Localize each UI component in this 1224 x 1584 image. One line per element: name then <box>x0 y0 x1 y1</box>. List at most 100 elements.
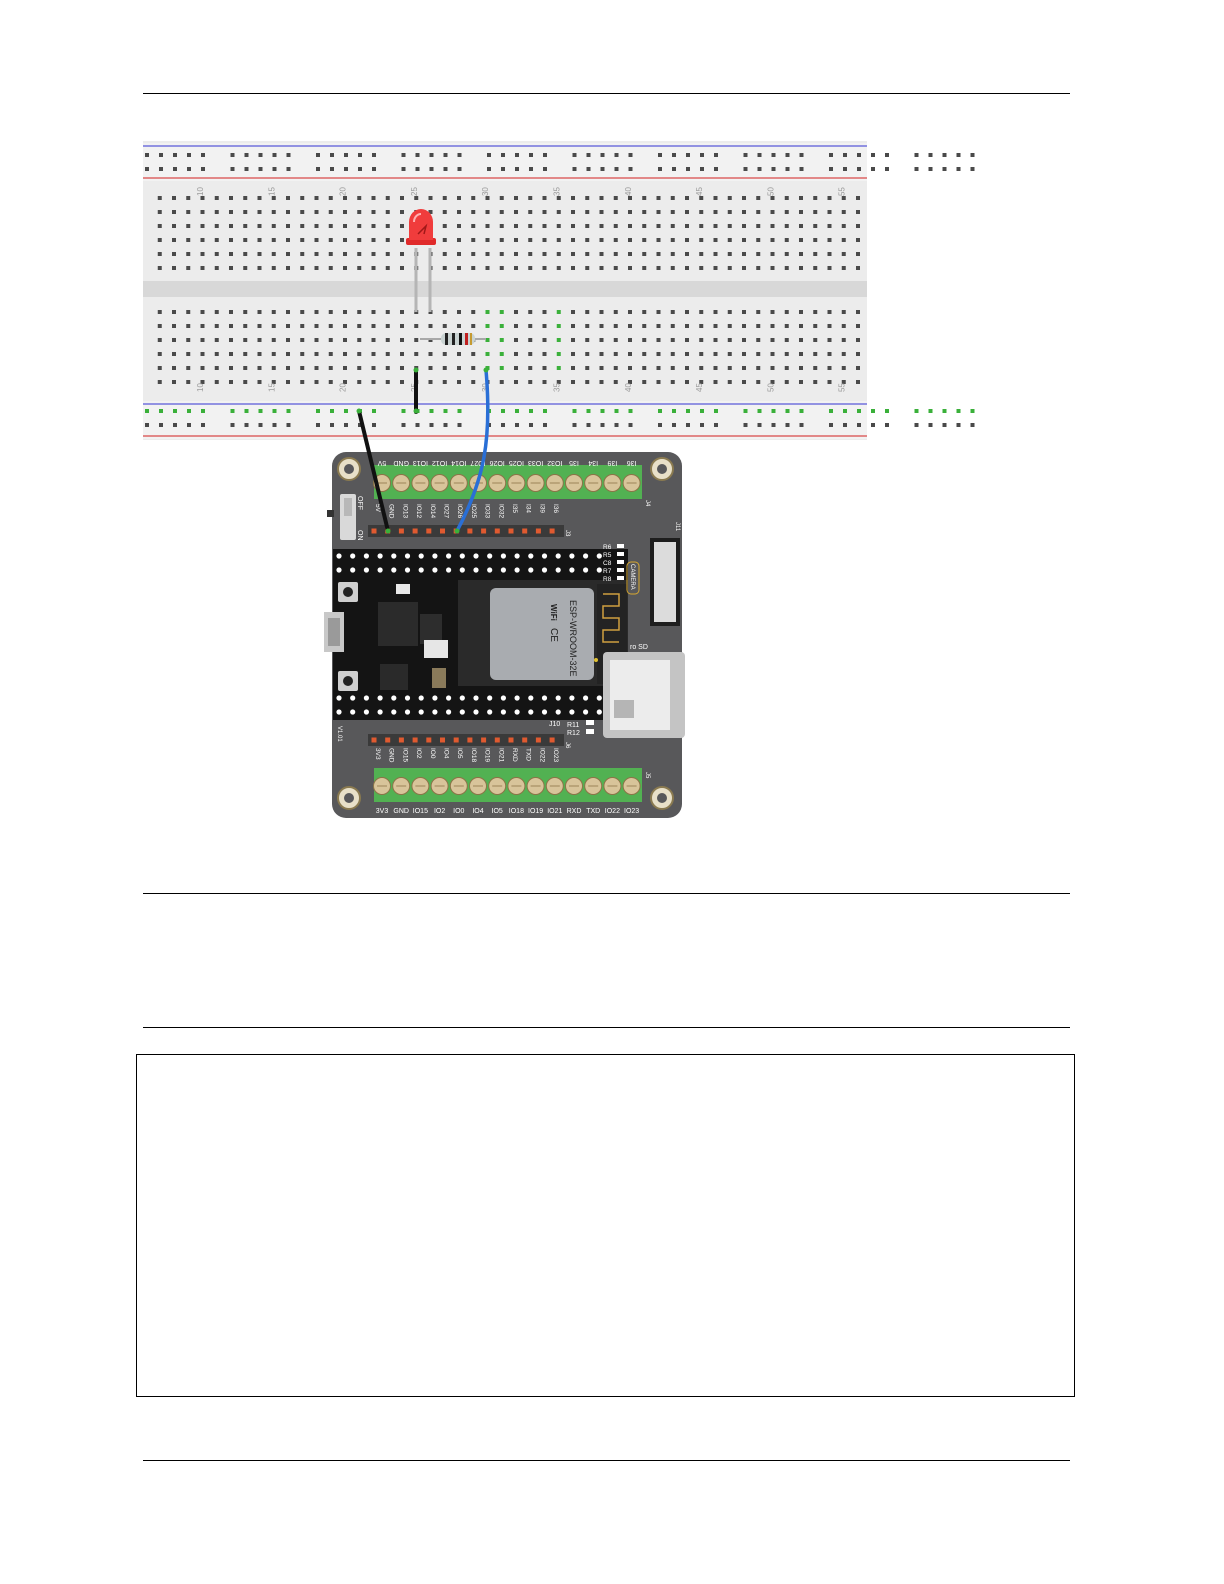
dev-pin <box>473 695 479 701</box>
dev-pin <box>459 695 465 701</box>
header-pin <box>481 737 487 743</box>
dev-pin <box>418 553 424 559</box>
switch-on-label: ON <box>356 530 363 541</box>
module-shield <box>490 588 594 680</box>
header-pin <box>494 528 500 534</box>
terminal-label-bottom: TXD <box>586 808 600 815</box>
dev-pin <box>404 709 411 715</box>
dev-pin <box>500 553 506 559</box>
header-j3 <box>368 525 564 537</box>
terminal-label-top: I36 <box>627 459 637 466</box>
terminal-label-top: IO27 <box>470 459 485 466</box>
dev-pin <box>528 553 534 559</box>
board-version: V1.01 <box>336 726 342 742</box>
dev-pin <box>555 553 561 559</box>
header-label-bottom: GND <box>388 748 395 763</box>
header-pin <box>426 528 432 534</box>
dev-pin <box>596 695 602 701</box>
dev-pin <box>541 709 548 715</box>
dev-pin <box>446 567 452 573</box>
dev-pin <box>446 709 452 715</box>
wire-blue-signal <box>454 367 490 534</box>
usb-uart-chip <box>378 602 418 646</box>
dev-pin <box>350 553 356 559</box>
terminal-label-bottom: IO2 <box>434 808 445 815</box>
dev-pin <box>336 709 342 715</box>
label-r11: R11 <box>567 722 579 729</box>
dev-pin <box>418 567 424 573</box>
header-label-top: IO27 <box>443 504 450 518</box>
header-pin <box>371 528 377 534</box>
dev-pin <box>473 709 479 715</box>
dev-pin <box>514 553 520 559</box>
column-number-top: 10 <box>196 187 205 196</box>
dev-pin <box>500 567 506 573</box>
dev-pin <box>569 553 575 559</box>
dev-pin <box>391 695 397 701</box>
dev-pin <box>350 709 356 715</box>
header-pin <box>467 737 473 743</box>
header-pin <box>440 737 445 743</box>
terminal-label-bottom: IO5 <box>492 808 503 815</box>
label-j11: J11 <box>674 522 680 532</box>
dev-pin <box>528 567 534 573</box>
header-rule <box>143 93 1070 94</box>
terminal-label-bottom: IO18 <box>509 808 524 815</box>
column-number-bottom: 50 <box>766 383 775 392</box>
header-label-top: IO13 <box>401 504 408 518</box>
header-label-top: IO26 <box>456 504 463 518</box>
dev-pin <box>391 553 397 559</box>
header-label-top: IO33 <box>484 504 491 518</box>
component-label: C8 <box>603 560 612 567</box>
dev-pin <box>446 695 452 701</box>
header-pin <box>522 528 528 534</box>
column-number-top: 50 <box>766 187 775 196</box>
header-label-bottom: IO19 <box>484 748 491 762</box>
column-number-bottom: 20 <box>339 383 348 392</box>
dev-pin <box>377 695 383 701</box>
header-pin <box>412 528 418 534</box>
header-label-bottom: IO5 <box>456 748 463 759</box>
header-label-top: I36 <box>552 504 559 513</box>
dev-pin <box>583 695 589 701</box>
dev-pin <box>432 709 438 715</box>
dev-pin <box>363 567 369 573</box>
header-pin <box>426 737 432 743</box>
dev-pin <box>555 695 561 701</box>
wifi-label: WiFi <box>549 604 558 621</box>
terminal-label-top: IO32 <box>547 459 562 466</box>
dev-pin <box>432 553 438 559</box>
dev-pin <box>363 709 369 715</box>
header-label-bottom: IO15 <box>401 748 408 762</box>
dev-pin <box>391 709 397 715</box>
label-r12: R12 <box>567 730 580 737</box>
dev-pin <box>569 709 575 715</box>
power-switch: OFF ON <box>327 494 363 541</box>
dev-pin <box>528 709 534 715</box>
header-label-top: I34 <box>525 504 532 513</box>
header-label-top: IO12 <box>415 504 422 518</box>
terminal-label-top: IO25 <box>509 459 524 466</box>
dev-pin <box>432 567 438 573</box>
terminal-label-bottom: IO19 <box>528 808 543 815</box>
header-pin <box>453 737 459 743</box>
dev-pin <box>473 567 479 573</box>
terminal-label-top: I34 <box>588 459 598 466</box>
dev-pin <box>596 567 602 573</box>
terminal-label-bottom: GND <box>393 808 409 815</box>
dev-pin <box>350 567 356 573</box>
resistor <box>420 333 486 345</box>
dev-pin <box>555 567 561 573</box>
dev-pin <box>528 695 534 701</box>
dev-pin <box>487 709 493 715</box>
led-red <box>406 209 436 312</box>
dev-pin <box>569 567 575 573</box>
dev-pin <box>363 553 369 559</box>
esp32-devkit: ESP-WROOM-32E WiFi CE <box>324 549 628 720</box>
dev-pin <box>583 567 589 573</box>
terminal-label-top: I35 <box>569 459 579 466</box>
dev-pin <box>487 695 493 701</box>
header-label-bottom: IO18 <box>470 748 477 762</box>
